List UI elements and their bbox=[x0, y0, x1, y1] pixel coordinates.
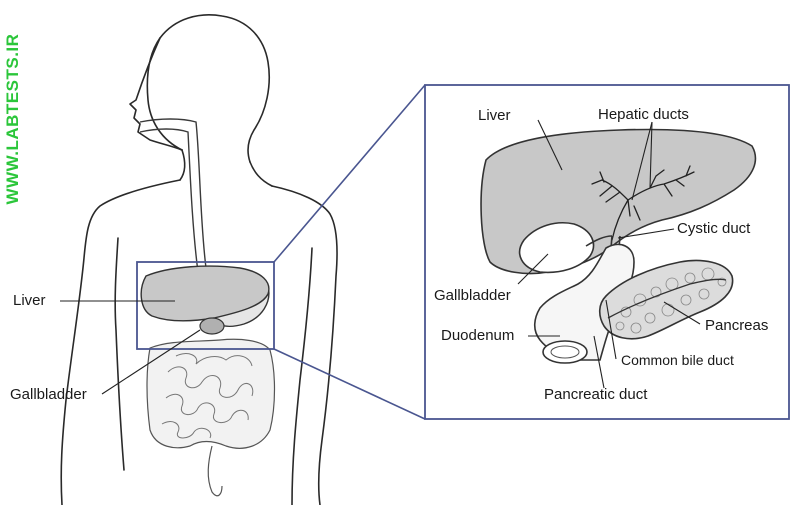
leader-lines bbox=[60, 119, 701, 395]
label-cystic-duct: Cystic duct bbox=[677, 220, 751, 237]
label-common-bile-duct: Common bile duct bbox=[621, 352, 734, 368]
esophagus bbox=[139, 118, 207, 273]
zoom-connector-bottom bbox=[273, 348, 426, 420]
watermark-text: WWW.LABTESTS.IR bbox=[3, 33, 22, 205]
inset-cystic-duct bbox=[585, 235, 613, 247]
label-pancreas: Pancreas bbox=[705, 317, 769, 334]
label-inset-liver: Liver bbox=[478, 107, 511, 124]
label-pancreatic-duct: Pancreatic duct bbox=[544, 386, 648, 403]
body-liver bbox=[140, 265, 270, 322]
label-duodenum: Duodenum bbox=[441, 327, 515, 344]
intestines bbox=[146, 338, 276, 497]
inset-pancreas bbox=[598, 259, 734, 340]
label-inset-gallbladder: Gallbladder bbox=[434, 287, 511, 304]
body-zoom-box bbox=[136, 261, 275, 350]
label-hepatic-ducts: Hepatic ducts bbox=[598, 106, 689, 123]
hepatic-duct-tree bbox=[591, 165, 695, 241]
zoom-connector-top bbox=[273, 84, 426, 263]
body-gallbladder bbox=[199, 317, 225, 335]
label-body-liver: Liver bbox=[13, 292, 46, 309]
intestine-coils bbox=[161, 353, 254, 439]
label-body-gallbladder: Gallbladder bbox=[10, 386, 87, 403]
inset-pancreatic-duct bbox=[607, 278, 727, 319]
watermark: WWW.LABTESTS.IR bbox=[0, 4, 26, 234]
inset-gallbladder bbox=[518, 222, 595, 274]
human-body-outline bbox=[60, 14, 338, 506]
